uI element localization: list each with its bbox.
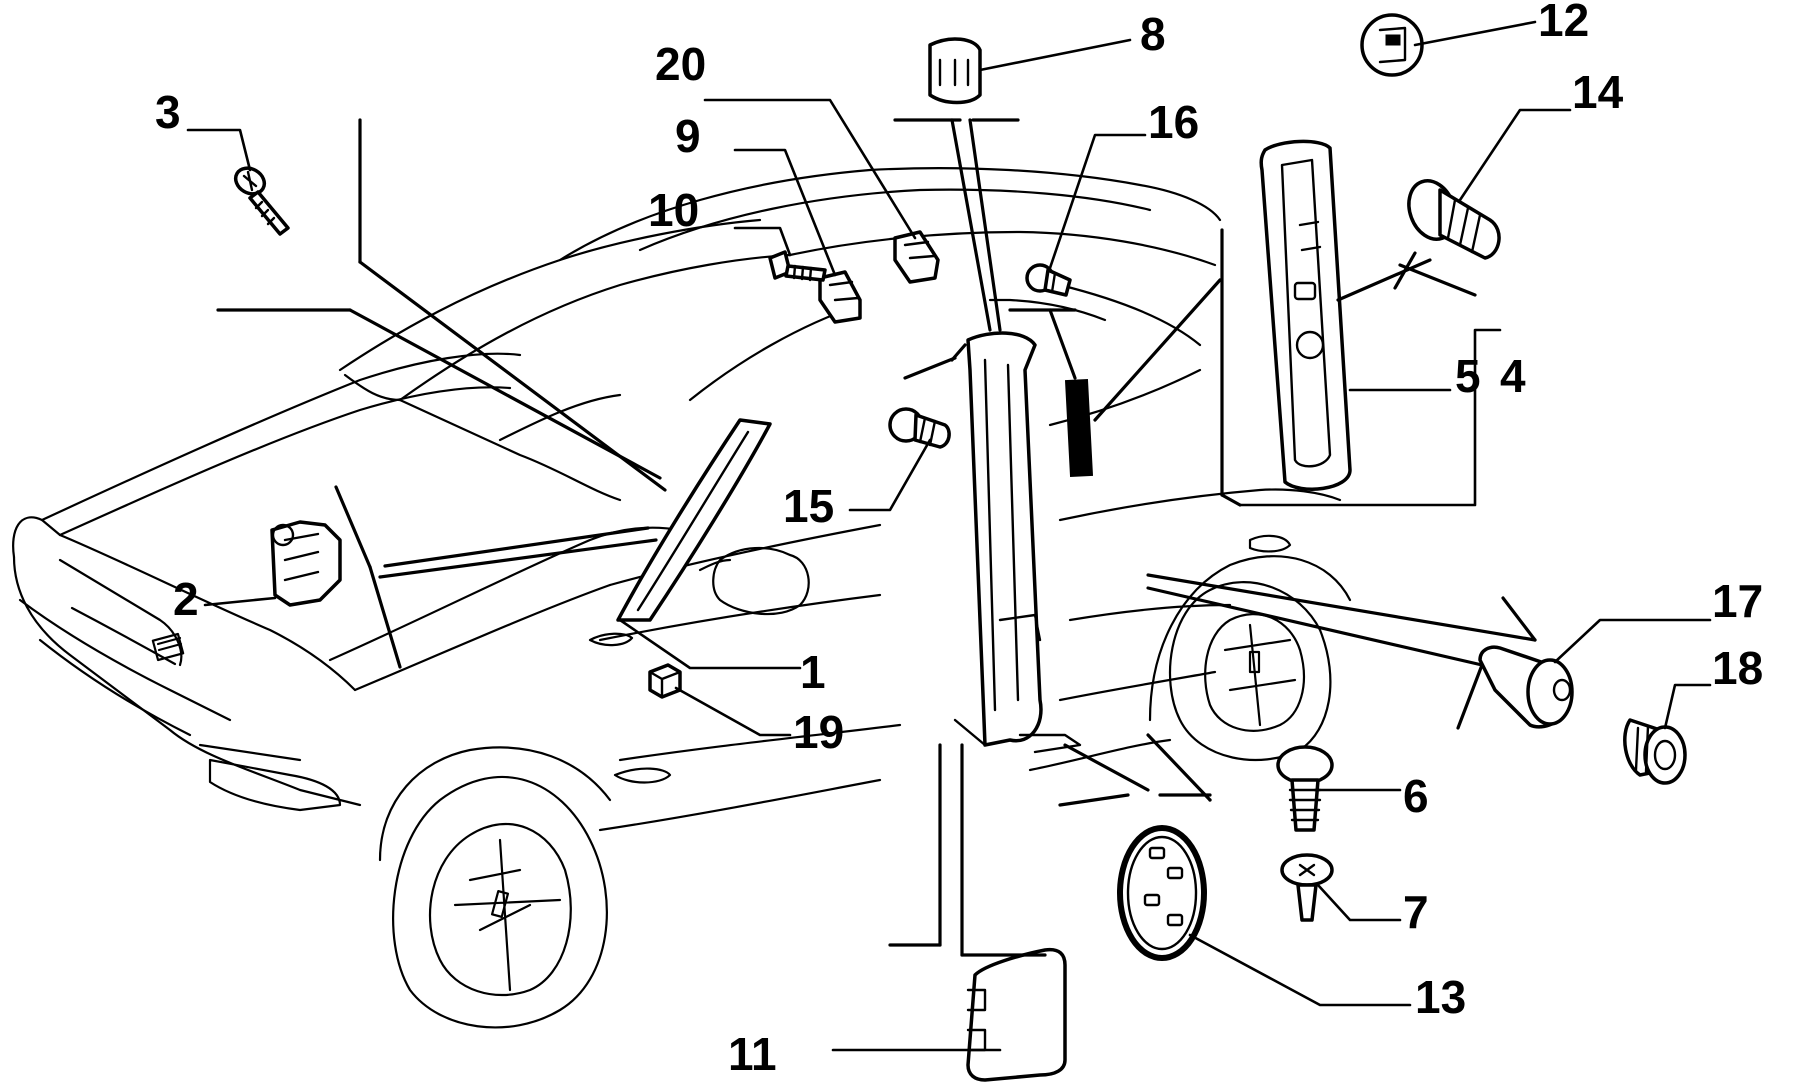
- part-11-cover-cap: [966, 947, 1067, 1082]
- part-17-grommet: [1478, 645, 1574, 729]
- label-part-6: 6: [1403, 770, 1429, 822]
- label-part-4: 4: [1500, 350, 1526, 402]
- b-pillar-trim-installed: [953, 331, 1082, 754]
- part-5-b-pillar-upper-trim: [1259, 139, 1352, 491]
- part-14-push-rivet: [1407, 179, 1501, 260]
- part-3-screw: [233, 166, 290, 236]
- label-part-12: 12: [1538, 0, 1589, 46]
- label-part-19: 19: [793, 706, 844, 758]
- part-2-clip-bracket: [270, 520, 342, 607]
- guide-lines: [216, 118, 1537, 957]
- label-part-9: 9: [675, 110, 701, 162]
- label-part-10: 10: [648, 184, 699, 236]
- label-part-5: 5: [1455, 350, 1481, 402]
- label-part-13: 13: [1415, 971, 1466, 1023]
- part-7-screw: [1280, 853, 1334, 922]
- label-part-14: 14: [1572, 66, 1624, 118]
- part-16-clip: [1025, 263, 1072, 297]
- part-12-grommet: [1360, 13, 1424, 77]
- label-part-15: 15: [783, 480, 834, 532]
- label-part-7: 7: [1403, 886, 1429, 938]
- label-part-17: 17: [1712, 575, 1763, 627]
- part-9-clip: [818, 270, 862, 324]
- leader-lines: [186, 20, 1712, 1052]
- part-18-rivet: [1623, 718, 1687, 785]
- part-labels: 1 2 3 4 5 6 7 8 9 10 11 12 13 14 15 16 1…: [155, 0, 1763, 1080]
- part-1-a-pillar-trim: [616, 418, 772, 622]
- label-part-11: 11: [728, 1028, 777, 1080]
- part-19-clip-block: [648, 663, 682, 699]
- label-part-2: 2: [173, 573, 199, 625]
- part-20-clip: [893, 230, 940, 284]
- label-part-16: 16: [1148, 96, 1199, 148]
- label-part-1: 1: [800, 646, 826, 698]
- weatherstrip-piece: [1064, 378, 1094, 478]
- part-13-oval-seal: [1117, 825, 1207, 961]
- label-part-20: 20: [655, 38, 706, 90]
- part-6-push-clip: [1276, 745, 1334, 832]
- label-part-8: 8: [1140, 8, 1166, 60]
- part-15-clip: [888, 407, 951, 449]
- car-body-outline: [12, 167, 1352, 1029]
- label-part-3: 3: [155, 86, 181, 138]
- label-part-18: 18: [1712, 642, 1763, 694]
- part-8-clip: [928, 37, 982, 105]
- part-10-bolt: [768, 250, 827, 282]
